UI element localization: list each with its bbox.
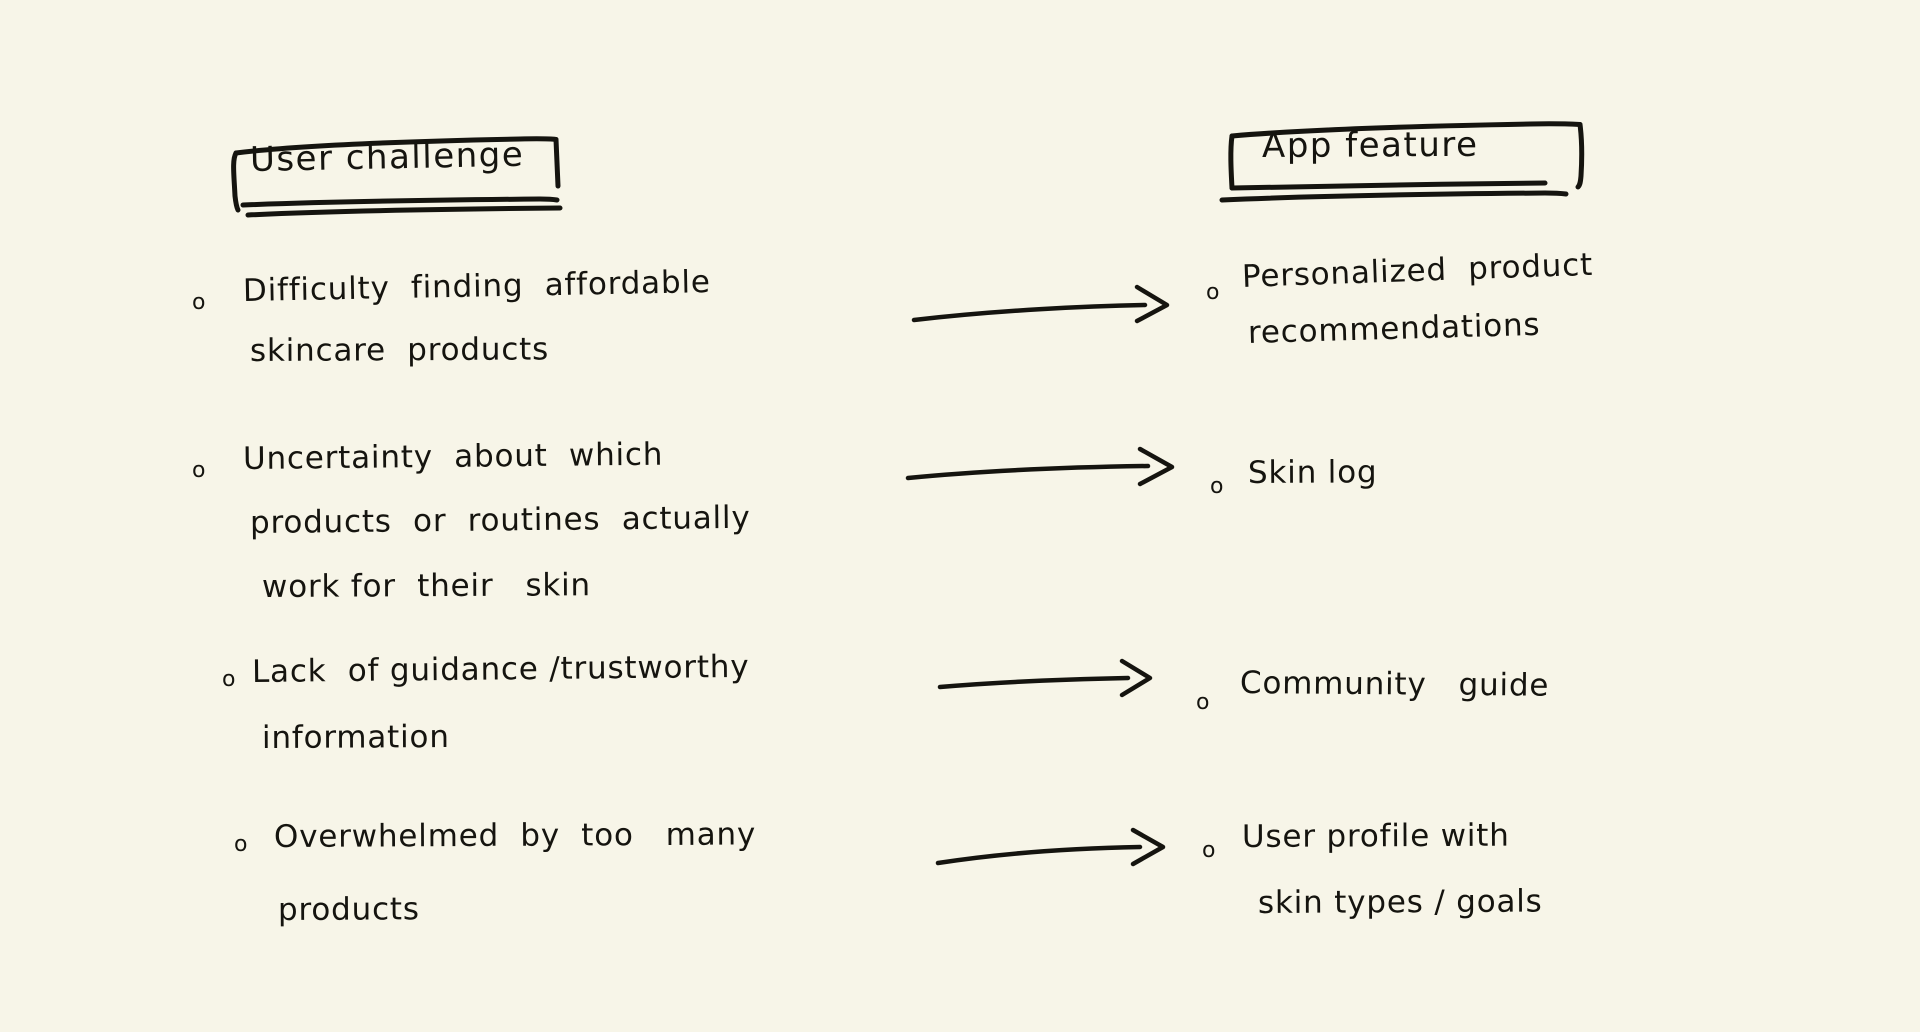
left-header-box-underline: [245, 205, 563, 218]
bullet-marker: o: [1196, 690, 1210, 715]
bullet-marker: o: [1206, 280, 1220, 305]
challenge-2-line-1: Uncertainty about which: [242, 436, 664, 477]
bullet-marker: o: [192, 290, 206, 315]
challenge-2-line-3: work for their skin: [261, 567, 592, 605]
feature-4-line-2: skin types / goals: [1257, 883, 1543, 921]
connector-arrow-4: [935, 827, 1166, 867]
challenge-4-line-1: Overwhelmed by too many: [273, 816, 757, 855]
connector-arrow-2: [905, 446, 1175, 487]
connector-arrow-3: [937, 658, 1153, 698]
bullet-marker: o: [222, 667, 236, 692]
feature-3-line-1: Community guide: [1239, 665, 1550, 704]
bullet-marker: o: [1202, 838, 1216, 863]
feature-4-line-1: User profile with: [1241, 817, 1510, 855]
bullet-marker: o: [192, 458, 206, 483]
right-header-label: App feature: [1261, 124, 1479, 166]
challenge-4-line-2: products: [277, 891, 420, 928]
feature-1-line-1: Personalized product: [1241, 246, 1594, 295]
challenge-3-line-2: information: [261, 719, 450, 756]
left-header-label: User challenge: [249, 134, 525, 180]
bullet-marker: o: [234, 832, 248, 857]
connector-arrow-1: [911, 284, 1170, 324]
right-header-box-underline: [1219, 190, 1569, 203]
challenge-2-line-2: products or routines actually: [249, 499, 751, 541]
challenge-1-line-1: Difficulty finding affordable: [242, 264, 712, 309]
bullet-marker: o: [1210, 474, 1224, 499]
challenge-1-line-2: skincare products: [249, 331, 550, 369]
challenge-3-line-1: Lack of guidance /trustworthy: [251, 648, 750, 690]
feature-2-line-1: Skin log: [1247, 454, 1378, 491]
feature-1-line-2: recommendations: [1247, 306, 1541, 351]
